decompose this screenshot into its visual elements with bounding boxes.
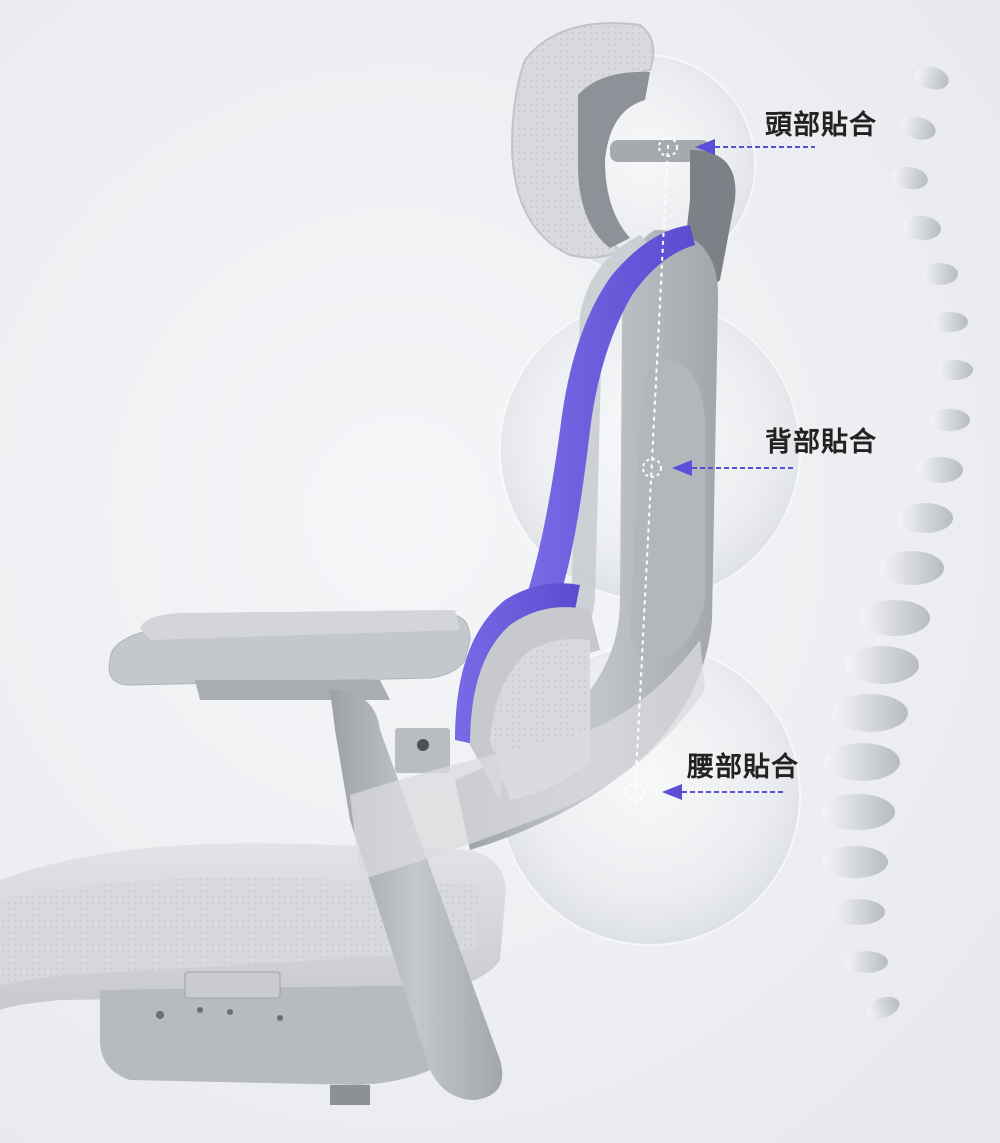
waist-point (625, 782, 645, 802)
head-point (658, 137, 678, 157)
arrow-left-icon (695, 139, 815, 155)
waist-fit-label: 腰部貼合 (687, 752, 799, 783)
back-point (642, 458, 662, 478)
spine-illustration (821, 66, 973, 1020)
arrow-left-icon (662, 784, 785, 800)
armrest (108, 610, 503, 1100)
lumbar-support (350, 640, 705, 880)
head-fit-label: 頭部貼合 (765, 110, 877, 141)
arrow-left-icon (672, 460, 795, 476)
back-fit-label: 背部貼合 (765, 427, 877, 458)
